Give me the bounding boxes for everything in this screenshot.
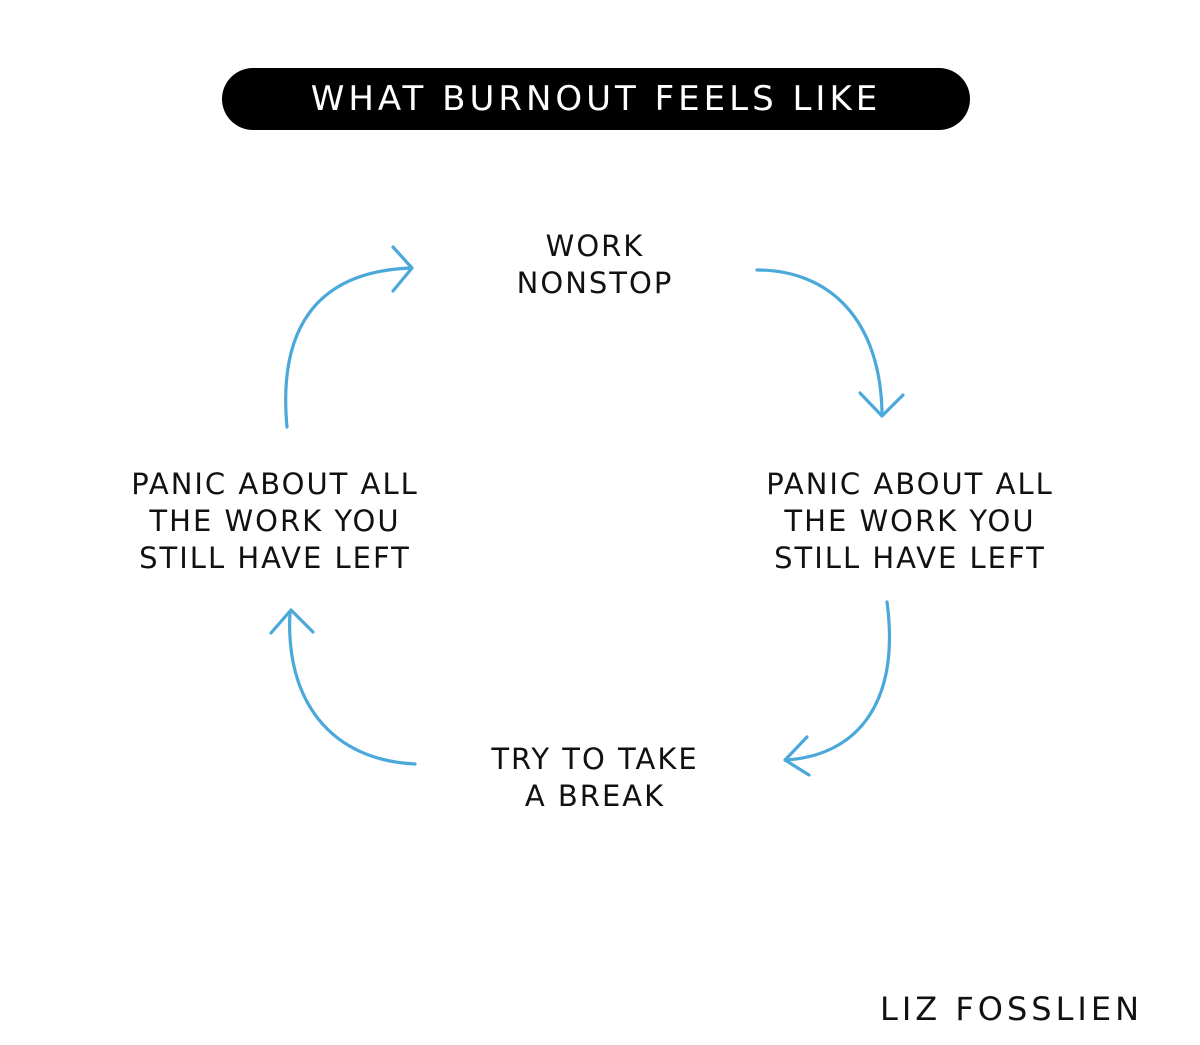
cycle-step-line: THE WORK YOU [149, 504, 401, 538]
arrow-right-to-bottom-head [783, 735, 811, 777]
cycle-step-line: THE WORK YOU [784, 504, 1036, 538]
cycle-step-line: STILL HAVE LEFT [139, 541, 411, 575]
cycle-step-line: PANIC ABOUT ALL [766, 467, 1054, 501]
arrow-right-to-bottom [783, 600, 892, 777]
cycle-step-take-break: TRY TO TAKE A BREAK [440, 741, 750, 815]
arrow-top-to-right-shaft [755, 268, 884, 414]
arrow-right-to-bottom-shaft [784, 600, 892, 762]
arrow-bottom-to-left [269, 608, 417, 766]
cycle-step-line: STILL HAVE LEFT [774, 541, 1046, 575]
author-signature: LIZ FOSSLIEN [880, 990, 1143, 1028]
cycle-step-line: TRY TO TAKE [491, 742, 699, 776]
arrow-left-to-top-shaft [284, 266, 412, 429]
arrow-left-to-top [284, 245, 414, 429]
arrow-left-to-top-head [391, 245, 414, 293]
cycle-step-panic-right: PANIC ABOUT ALL THE WORK YOU STILL HAVE … [735, 466, 1085, 577]
cycle-step-line: NONSTOP [516, 266, 674, 300]
cycle-step-line: A BREAK [524, 779, 666, 813]
arrow-top-to-right-head [858, 391, 905, 418]
title-text: WHAT BURNOUT FEELS LIKE [310, 79, 882, 119]
cycle-step-line: WORK [545, 229, 645, 263]
title-banner: WHAT BURNOUT FEELS LIKE [222, 68, 970, 130]
arrow-bottom-to-left-head [269, 608, 315, 635]
arrow-bottom-to-left-shaft [288, 610, 417, 766]
arrow-top-to-right [755, 268, 905, 418]
cycle-step-work-nonstop: WORK NONSTOP [440, 228, 750, 302]
cycle-step-line: PANIC ABOUT ALL [131, 467, 419, 501]
cycle-step-panic-left: PANIC ABOUT ALL THE WORK YOU STILL HAVE … [100, 466, 450, 577]
